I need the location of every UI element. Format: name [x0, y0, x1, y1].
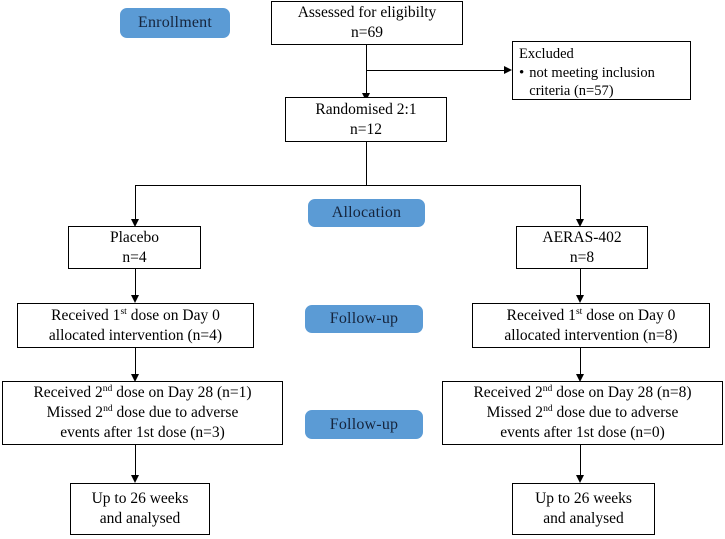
node-aeras-first-dose-line-1: Received 1st dose on Day 0: [506, 305, 676, 324]
arrowhead-assessed-to-excluded: [504, 66, 512, 74]
node-placebo-first-dose-line-1: Received 1st dose on Day 0: [51, 305, 220, 324]
node-excluded-bullet-line-1: not meeting inclusion: [529, 64, 655, 81]
node-excluded-bullet-text: not meeting inclusion criteria (n=57): [529, 64, 655, 101]
node-randomised-line-1: Randomised 2:1: [315, 100, 417, 118]
node-aeras-analysis: Up to 26 weeks and analysed: [512, 483, 655, 535]
node-aeras-line-1: AERAS-402: [542, 228, 622, 246]
stage-badge-followup-1: Follow-up: [305, 305, 423, 333]
node-aeras-analysis-line-2: and analysed: [543, 510, 624, 527]
node-placebo-second-dose-line-2: Missed 2nd dose due to adverse: [46, 402, 239, 422]
node-aeras-first-dose: Received 1st dose on Day 0 allocated int…: [472, 303, 710, 348]
node-excluded: Excluded • not meeting inclusion criteri…: [512, 41, 691, 100]
node-excluded-bullet-item: • not meeting inclusion criteria (n=57): [519, 64, 655, 101]
node-aeras-second-dose: Received 2nd dose on Day 28 (n=8) Missed…: [442, 381, 723, 445]
node-aeras-second-dose-line-2: Missed 2nd dose due to adverse: [486, 402, 679, 422]
connector-placebo-dose1-to-dose2: [135, 348, 137, 378]
connector-aeras-to-dose1: [580, 269, 582, 299]
arrowhead-to-placebo: [130, 219, 139, 227]
stage-badge-followup-2-label: Follow-up: [329, 415, 399, 433]
arrowhead-placebo-to-dose1: [130, 295, 139, 303]
node-placebo-analysis-line-2: and analysed: [99, 510, 181, 527]
arrowhead-aeras-dose2-to-analysis: [575, 475, 584, 483]
node-excluded-bullet-line-2: criteria (n=57): [529, 83, 614, 100]
connector-placebo-dose2-to-analysis: [135, 445, 137, 479]
bullet-icon: •: [519, 64, 525, 81]
node-placebo-second-dose-line-3: events after 1st dose (n=3): [60, 423, 225, 441]
connector-aeras-dose2-to-analysis: [580, 445, 582, 479]
node-placebo-first-dose: Received 1st dose on Day 0 allocated int…: [17, 303, 254, 348]
connector-placebo-to-dose1: [135, 269, 137, 299]
node-aeras-line-2: n=8: [569, 248, 595, 266]
node-placebo-line-1: Placebo: [109, 228, 160, 246]
stage-badge-allocation-label: Allocation: [331, 204, 402, 221]
arrowhead-placebo-dose1-to-dose2: [130, 374, 139, 382]
node-placebo-line-2: n=4: [122, 248, 147, 266]
arrowhead-placebo-dose2-to-analysis: [130, 475, 139, 483]
stage-badge-allocation: Allocation: [308, 199, 425, 227]
node-placebo-second-dose: Received 2nd dose on Day 28 (n=1) Missed…: [2, 381, 283, 445]
stage-badge-followup-1-label: Follow-up: [329, 310, 399, 327]
node-placebo-second-dose-line-1: Received 2nd dose on Day 28 (n=1): [33, 383, 252, 402]
node-placebo-analysis-line-1: Up to 26 weeks: [91, 490, 189, 508]
stage-badge-enrollment-label: Enrollment: [138, 14, 212, 31]
node-excluded-title: Excluded: [519, 46, 574, 62]
connector-aeras-dose1-to-dose2: [580, 348, 582, 378]
node-placebo-first-dose-line-2: allocated intervention (n=4): [48, 326, 223, 344]
connector-split-bar: [135, 185, 581, 187]
node-assessed-line-2: n=69: [351, 24, 383, 41]
node-randomised-line-2: n=12: [350, 120, 382, 138]
arrowhead-to-aeras: [575, 219, 584, 227]
node-aeras-analysis-line-1: Up to 26 weeks: [535, 490, 632, 508]
node-assessed-line-1: Assessed for eligibilty: [297, 4, 437, 22]
node-aeras-first-dose-line-2: allocated intervention (n=8): [504, 326, 678, 344]
node-placebo-analysis: Up to 26 weeks and analysed: [70, 483, 210, 535]
node-aeras-second-dose-line-3: events after 1st dose (n=0): [500, 423, 665, 441]
connector-split-right: [580, 185, 582, 223]
node-assessed-for-eligibility: Assessed for eligibilty n=69: [271, 1, 463, 45]
node-randomised: Randomised 2:1 n=12: [285, 97, 447, 142]
stage-badge-followup-2: Follow-up: [305, 410, 423, 439]
node-aeras-second-dose-line-1: Received 2nd dose on Day 28 (n=8): [473, 383, 692, 402]
connector-split-left: [135, 185, 137, 223]
arrowhead-aeras-to-dose1: [575, 295, 584, 303]
node-aeras-402: AERAS-402 n=8: [516, 226, 648, 269]
connector-assessed-to-excluded: [366, 70, 506, 72]
connector-randomised-down: [366, 142, 368, 186]
node-placebo: Placebo n=4: [68, 226, 201, 269]
stage-badge-enrollment: Enrollment: [120, 8, 230, 38]
arrowhead-aeras-dose1-to-dose2: [575, 374, 584, 382]
